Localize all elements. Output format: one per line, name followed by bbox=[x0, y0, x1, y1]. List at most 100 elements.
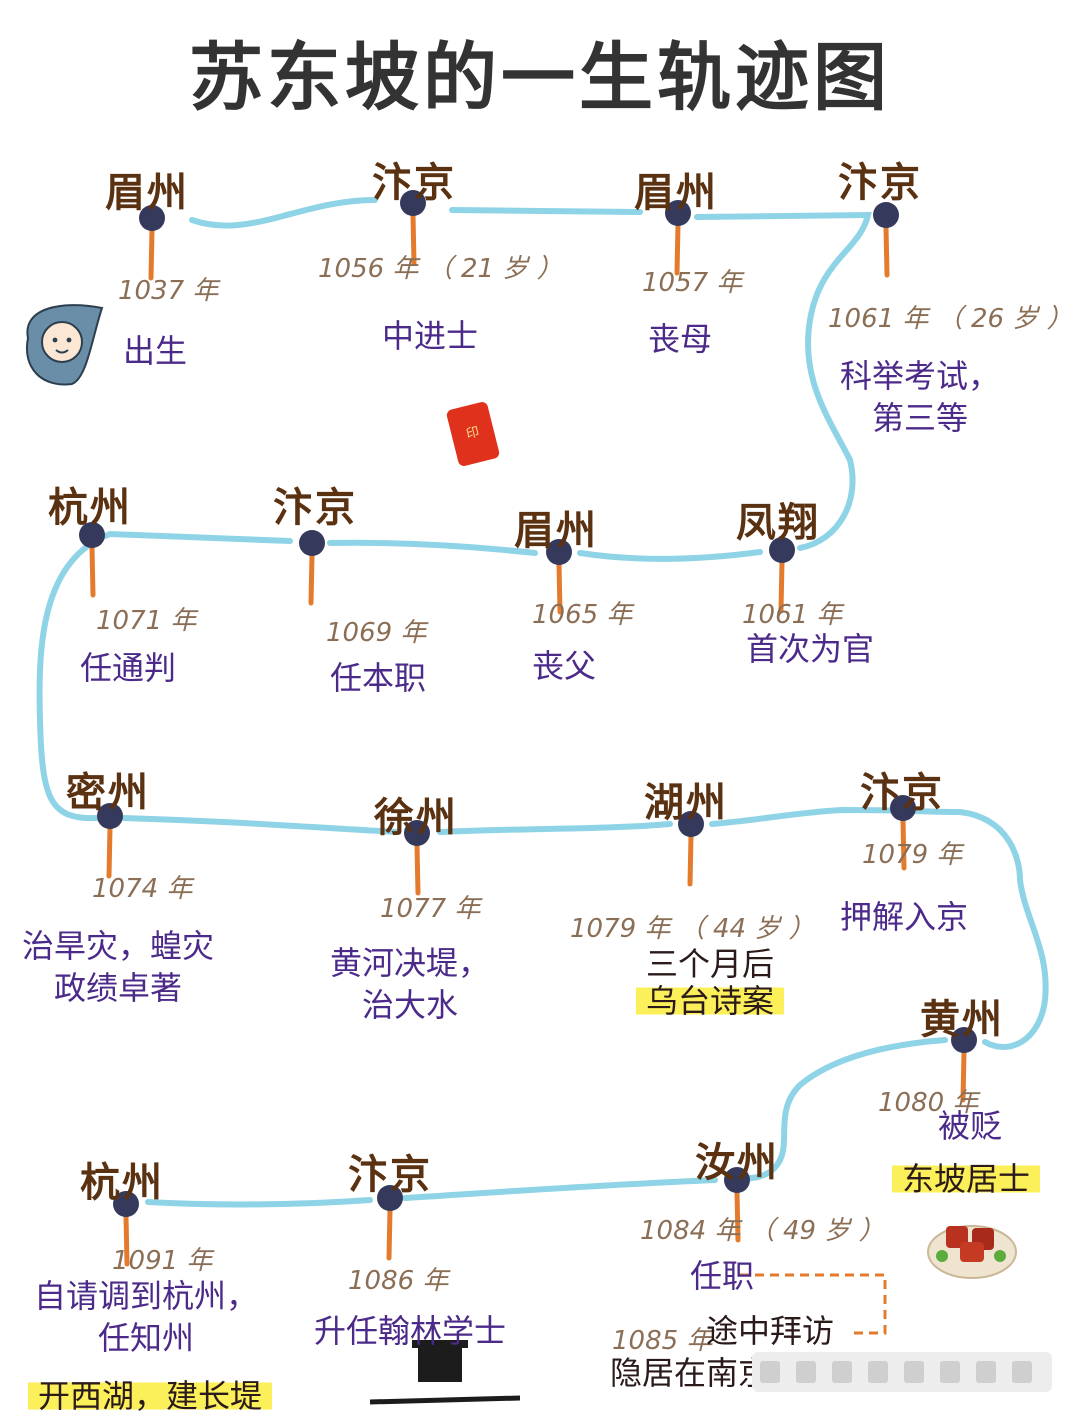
stop-stem bbox=[308, 552, 315, 606]
braised-pork-icon bbox=[927, 1225, 1017, 1279]
stop-stem bbox=[414, 842, 421, 896]
stop-stem bbox=[883, 224, 890, 278]
stop-stem bbox=[960, 1049, 967, 1103]
year-label: 1061 年 （ 26 岁 ） bbox=[828, 304, 1073, 334]
year-label: 1065 年 bbox=[532, 600, 633, 630]
event-line: 任职 bbox=[689, 1257, 755, 1295]
stop-stem bbox=[123, 1213, 130, 1267]
event-line: 任通判 bbox=[79, 649, 177, 687]
year-label: 1056 年 （ 21 岁 ） bbox=[318, 254, 563, 284]
event-line: 黄河决堤， bbox=[329, 944, 491, 982]
year-label: 1057 年 bbox=[642, 268, 743, 298]
page-title: 苏东坡的一生轨迹图 bbox=[189, 35, 891, 121]
event-label: 升任翰林学士 bbox=[314, 1310, 506, 1352]
baby-icon bbox=[25, 304, 104, 386]
stop-stem bbox=[900, 817, 907, 871]
stop-stem bbox=[687, 833, 694, 887]
year-label: 1061 年 bbox=[742, 600, 843, 630]
event-line: 丧父 bbox=[531, 647, 597, 685]
stop-marker bbox=[400, 190, 426, 216]
event-line: 政绩卓著 bbox=[53, 969, 183, 1007]
stop-marker bbox=[951, 1027, 977, 1053]
note-text-2: 隐居在南京 bbox=[609, 1354, 771, 1392]
event-line: 自请调到杭州， bbox=[33, 1277, 259, 1315]
event-line: 第三等 bbox=[871, 399, 969, 437]
event-label: 三个月后 bbox=[646, 943, 774, 985]
event-line: 首次为官 bbox=[745, 630, 875, 668]
year-label: 1086 年 bbox=[348, 1266, 449, 1296]
stop-stem bbox=[106, 825, 113, 879]
stop-marker bbox=[79, 522, 105, 548]
place-label: 杭州 bbox=[48, 485, 132, 531]
stop-stem bbox=[674, 222, 681, 276]
event-label: 任通判 bbox=[80, 647, 176, 689]
note-connector bbox=[740, 1273, 887, 1335]
event-line: 出生 bbox=[122, 332, 188, 370]
event-line: 升任翰林学士 bbox=[313, 1312, 507, 1350]
year-label: 1084 年 （ 49 岁 ） bbox=[640, 1216, 885, 1246]
highlight-label: 乌台诗案 bbox=[635, 980, 785, 1022]
event-label: 治旱灾，蝗灾政绩卓著 bbox=[22, 925, 214, 1009]
place-label: 汴京 bbox=[273, 485, 357, 531]
stop-marker bbox=[678, 811, 704, 837]
gate-icon bbox=[369, 1340, 521, 1405]
highlight-label: 东坡居士 bbox=[891, 1158, 1041, 1200]
stop-stem bbox=[386, 1207, 393, 1261]
place-label: 眉州 bbox=[634, 170, 718, 216]
place-label: 密州 bbox=[66, 770, 150, 816]
stop-marker bbox=[873, 202, 899, 228]
event-line: 三个月后 bbox=[645, 945, 775, 983]
year-label: 1080 年 bbox=[878, 1088, 979, 1118]
event-line: 丧母 bbox=[647, 320, 713, 358]
event-label: 自请调到杭州，任知州 bbox=[34, 1275, 258, 1359]
event-line: 任本职 bbox=[329, 659, 427, 697]
event-line: 被贬 bbox=[937, 1107, 1003, 1145]
stop-marker bbox=[546, 539, 572, 565]
event-line: 科举考试， bbox=[839, 357, 1001, 395]
event-label: 中进士 bbox=[382, 315, 478, 357]
place-label: 眉州 bbox=[105, 170, 189, 216]
place-label: 汴京 bbox=[838, 160, 922, 206]
stop-marker bbox=[299, 530, 325, 556]
place-label: 眉州 bbox=[514, 508, 598, 554]
event-line: 治大水 bbox=[361, 986, 459, 1024]
route-line bbox=[36, 197, 1049, 1208]
year-label: 1069 年 bbox=[326, 618, 427, 648]
stop-stem bbox=[89, 544, 96, 598]
stop-stem bbox=[734, 1189, 741, 1243]
stop-marker bbox=[665, 200, 691, 226]
event-label: 黄河决堤， 治大水 bbox=[330, 942, 490, 1026]
stop-marker bbox=[890, 795, 916, 821]
stop-stem bbox=[556, 561, 563, 615]
place-label: 汴京 bbox=[860, 770, 944, 816]
stop-marker bbox=[113, 1191, 139, 1217]
stop-marker bbox=[404, 820, 430, 846]
stop-stem bbox=[410, 212, 417, 266]
event-label: 首次为官 bbox=[746, 628, 874, 670]
event-label: 押解入京 bbox=[840, 896, 968, 938]
event-label: 丧母 bbox=[648, 318, 712, 360]
stop-stem bbox=[148, 227, 155, 281]
place-label: 汴京 bbox=[372, 160, 456, 206]
year-label: 1071 年 bbox=[96, 606, 197, 636]
event-label: 被贬 bbox=[938, 1105, 1002, 1147]
event-label: 出生 bbox=[123, 330, 187, 372]
place-label: 汴京 bbox=[348, 1152, 432, 1198]
place-label: 徐州 bbox=[374, 795, 458, 841]
stop-marker bbox=[377, 1185, 403, 1211]
event-line: 押解入京 bbox=[839, 898, 969, 936]
highlight-label: 开西湖，建长堤 bbox=[27, 1375, 273, 1417]
year-label: 1079 年 bbox=[862, 840, 963, 870]
stop-marker bbox=[769, 537, 795, 563]
event-line: 治旱灾，蝗灾 bbox=[21, 927, 215, 965]
image-toolbar bbox=[752, 1352, 1052, 1392]
stop-marker bbox=[139, 205, 165, 231]
event-line: 中进士 bbox=[381, 317, 479, 355]
year-label: 1091 年 bbox=[112, 1246, 213, 1276]
year-label: 1037 年 bbox=[118, 276, 219, 306]
stop-stem bbox=[778, 559, 785, 613]
note-text: 途中拜访 bbox=[705, 1312, 835, 1350]
year-label: 1079 年 （ 44 岁 ） bbox=[570, 914, 815, 944]
place-label: 黄州 bbox=[920, 997, 1004, 1043]
